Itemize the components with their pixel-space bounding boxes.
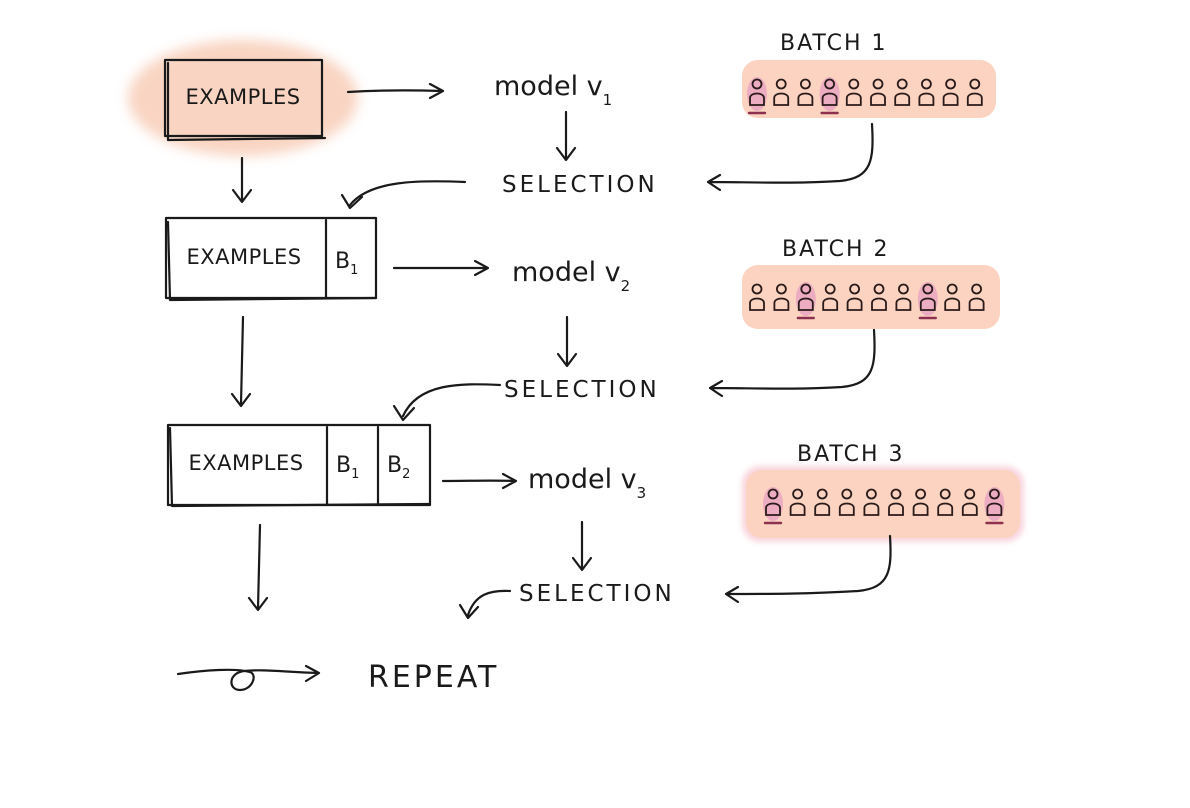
- person-icon: [822, 283, 839, 311]
- person-icon: [789, 488, 806, 516]
- person-icon: [749, 283, 765, 311]
- batch-people: [763, 487, 1005, 525]
- arrow-examples-to-model: [346, 82, 445, 100]
- arrow-selection-to-next-set: [392, 383, 502, 422]
- person-icon: [888, 488, 904, 516]
- person-icon: [961, 488, 978, 516]
- repeat-label: REPEAT: [368, 660, 499, 695]
- arrow-model-to-selection: [556, 315, 578, 368]
- arrow-selection-to-next-set: [340, 180, 467, 210]
- examples-highlight-glow: [128, 40, 358, 156]
- person-icon: [797, 78, 814, 106]
- examples-label: EXAMPLES: [186, 245, 301, 269]
- row-3: EXAMPLES B1 B2 model v3 SELECTION BATCH …: [166, 423, 1024, 620]
- batch-people: [747, 77, 983, 115]
- person-icon: [968, 283, 985, 311]
- arrow-down-left: [247, 523, 269, 612]
- examples-label: EXAMPLES: [185, 85, 300, 109]
- repeat-section: REPEAT: [176, 660, 499, 695]
- person-icon: [773, 78, 790, 106]
- person-icon: [773, 283, 790, 311]
- arrow-down-left: [230, 315, 252, 408]
- model-label: model v3: [528, 464, 646, 502]
- set-batch-chip: B1: [335, 249, 358, 278]
- examples-label: EXAMPLES: [188, 451, 303, 475]
- batch-title: BATCH 3: [797, 442, 904, 467]
- batch-title: BATCH 2: [782, 237, 889, 262]
- selected-person-icon: [984, 487, 1005, 525]
- row-1: EXAMPLES model v1 SELECTION BATCH 1: [128, 31, 996, 210]
- person-icon: [846, 283, 863, 311]
- person-icon: [814, 488, 831, 516]
- person-icon: [937, 488, 954, 516]
- person-icon: [894, 78, 911, 106]
- arrow-examples-to-model: [441, 472, 518, 490]
- person-icon: [912, 488, 929, 516]
- selected-person-icon: [819, 77, 840, 115]
- batch-band: [742, 265, 1000, 329]
- person-icon: [871, 283, 887, 311]
- arrow-model-to-selection: [571, 520, 593, 572]
- examples-box-shadow-edge: [166, 61, 327, 142]
- person-icon: [870, 78, 886, 106]
- loop-arrow-icon: [176, 664, 321, 692]
- person-icon: [942, 78, 959, 106]
- examples-box-shadow-edge: [168, 426, 432, 508]
- arrow-batch-to-selection: [724, 534, 892, 604]
- selected-person-icon: [763, 487, 783, 525]
- person-icon: [966, 78, 983, 106]
- model-version: 1: [603, 91, 613, 109]
- person-icon: [863, 488, 880, 516]
- selected-person-icon: [795, 282, 816, 320]
- row-2: EXAMPLES B1 model v2 SELECTION BATCH 2: [164, 216, 1000, 422]
- selected-person-icon: [747, 77, 767, 115]
- selected-person-icon: [917, 282, 938, 320]
- arrow-batch-to-selection: [706, 122, 874, 192]
- examples-box: [163, 58, 324, 138]
- arrow-batch-to-selection: [708, 328, 876, 398]
- model-label: model v1: [494, 71, 612, 109]
- arrow-model-to-selection: [555, 110, 577, 162]
- person-icon: [845, 78, 862, 106]
- arrow-selection-out: [458, 589, 512, 620]
- set-batch-chip: B1: [336, 453, 359, 482]
- examples-box-shadow-edge: [166, 220, 378, 302]
- batch-people: [749, 282, 985, 320]
- selection-label: SELECTION: [504, 377, 660, 403]
- selection-label: SELECTION: [519, 581, 675, 607]
- person-icon: [895, 283, 912, 311]
- model-version: 3: [637, 484, 647, 502]
- person-icon: [918, 78, 935, 106]
- person-icon: [944, 283, 961, 311]
- arrow-down-left: [231, 156, 253, 204]
- arrow-examples-to-model: [392, 259, 490, 277]
- set-batch-chip: B2: [387, 453, 410, 482]
- batch-title: BATCH 1: [780, 31, 887, 56]
- person-icon: [838, 488, 855, 516]
- selection-label: SELECTION: [502, 172, 658, 198]
- model-label: model v2: [512, 257, 630, 295]
- model-version: 2: [621, 277, 631, 295]
- batch-band: [746, 470, 1020, 538]
